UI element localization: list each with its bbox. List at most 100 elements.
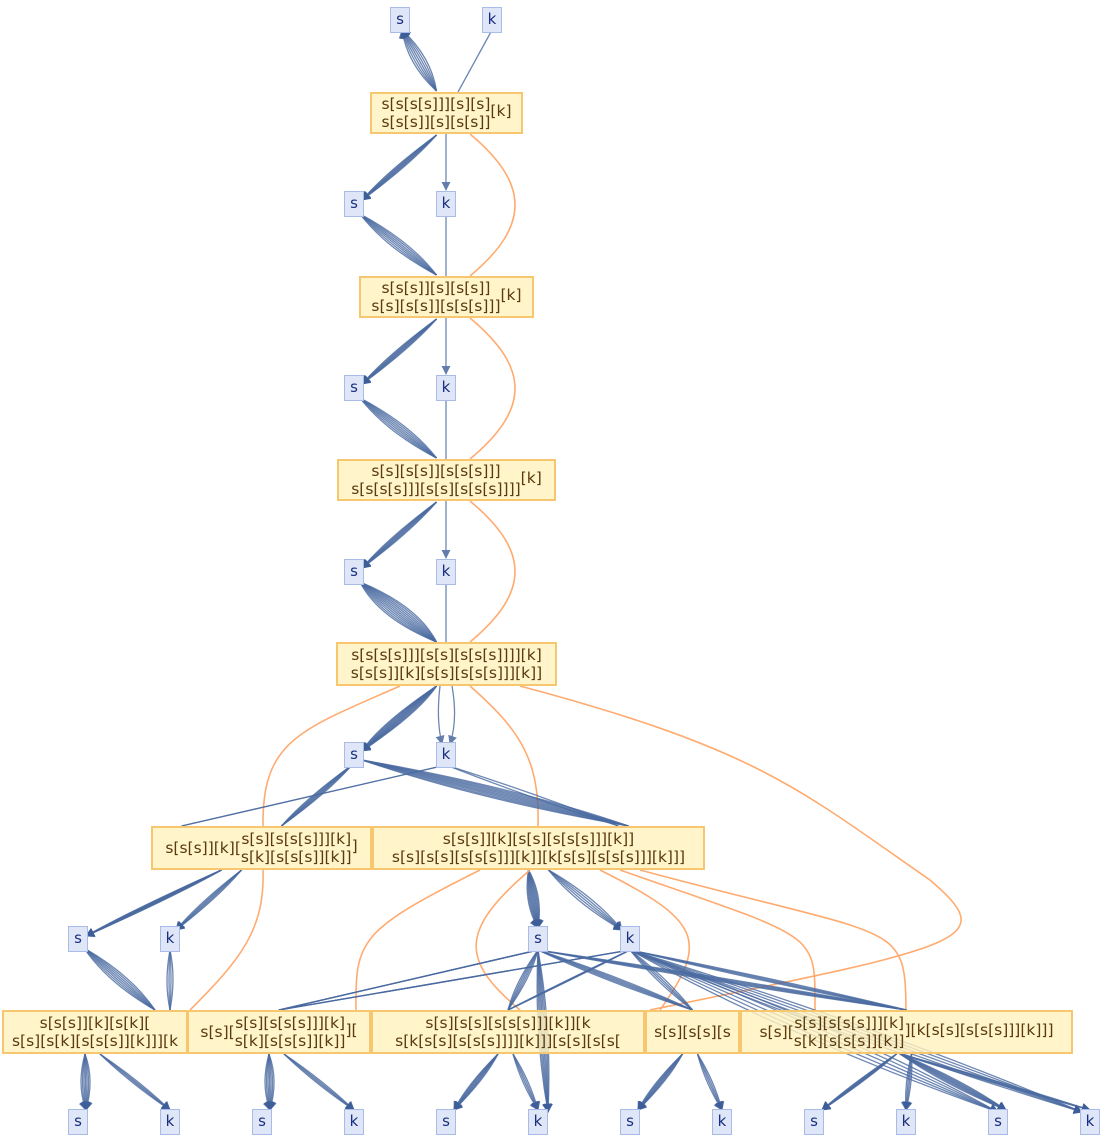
rewrite-edge — [283, 1053, 355, 1111]
rewrite-edge — [457, 29, 493, 93]
expression-node[interactable]: s[s[s]][s][s[s]]s[s][s[s]][s[s[s]]][k] — [359, 276, 534, 318]
expression-node[interactable]: s[s][s[s][s[s[s]]][k]s[k][s[s[s]][k]]][k… — [740, 1010, 1073, 1054]
leaf-node-k[interactable]: k — [1080, 1109, 1100, 1135]
rewrite-edge — [527, 869, 544, 929]
leaf-node-k[interactable]: k — [436, 742, 456, 768]
rewrite-edge — [83, 1053, 93, 1111]
rewrite-edge — [359, 581, 438, 643]
expression-prefix: s[s][ — [200, 1023, 235, 1041]
expression-node[interactable]: s[s][s[s]][s[s[s]]]s[s[s[s]]][s[s][s[s[s… — [337, 459, 556, 501]
expression-node[interactable]: s[s[s]][k][s[s][s[s[s]]][k]s[k][s[s[s]][… — [151, 826, 372, 870]
rewrite-edge — [696, 1053, 725, 1111]
leaf-node-k[interactable]: k — [896, 1109, 916, 1135]
rewrite-edge — [361, 134, 437, 201]
rewrite-edge — [899, 1053, 1007, 1111]
expression-node[interactable]: s[s[s]][k][s[k][s[s][s[k][s[s[s]][k]]][k — [2, 1010, 188, 1054]
leaf-node-k[interactable]: k — [160, 926, 180, 952]
rewrite-edge — [512, 1053, 541, 1111]
expression-line: s[s[s[s]]][s][s] — [381, 95, 491, 113]
rewrite-edge — [507, 949, 539, 1011]
rewrite-edge — [453, 1053, 499, 1111]
leaf-node-s[interactable]: s — [804, 1109, 824, 1135]
expression-line: s[s][s[s[s]]][k] — [241, 830, 352, 848]
expression-suffix: [k] — [520, 469, 542, 487]
leaf-node-s[interactable]: s — [344, 375, 364, 401]
rewrite-edge — [629, 949, 694, 1011]
expression-node[interactable]: s[s[s[s]]][s[s][s[s[s]]]][k]s[s[s]][k][s… — [336, 642, 557, 686]
expression-lines: s[s][s[s]][s[s[s]]]s[s[s[s]]][s[s][s[s[s… — [351, 462, 520, 498]
causal-edge — [519, 685, 962, 1011]
leaf-node-s[interactable]: s — [68, 926, 88, 952]
leaf-node-k[interactable]: k — [528, 1109, 548, 1135]
rewrite-edge — [445, 764, 619, 827]
expression-suffix: [k] — [500, 286, 522, 304]
causal-edge — [189, 869, 264, 1011]
rewrite-edge — [507, 949, 631, 1011]
expression-lines: s[s][s[s][s — [654, 1023, 731, 1041]
expression-line: s[s][s[s[s]]][k] — [235, 1014, 345, 1032]
leaf-node-k[interactable]: k — [712, 1109, 732, 1135]
leaf-node-k[interactable]: k — [160, 1109, 180, 1135]
expression-line: s[s][s[s][s[s[s]]][k]][k[s[s][s[s[s]]][k… — [391, 848, 686, 866]
leaf-node-k[interactable]: k — [620, 926, 640, 952]
expression-line: s[s][s[s]][s[s[s]]] — [371, 462, 501, 480]
leaf-node-k[interactable]: k — [344, 1109, 364, 1135]
rewrite-edge — [361, 318, 437, 385]
causal-edge — [355, 869, 481, 1011]
expression-lines: s[s][s[s[s]]][k]s[k][s[s[s]][k]] — [235, 1014, 346, 1050]
rewrite-edge — [359, 213, 437, 276]
leaf-node-s[interactable]: s — [252, 1109, 272, 1135]
expression-suffix: ][k[s[s][s[s[s]]][k]]] — [904, 1021, 1054, 1039]
rewrite-edge — [168, 949, 171, 1011]
expression-lines: s[s[s]][s][s[s]]s[s][s[s]][s[s[s]]] — [371, 279, 500, 315]
leaf-node-k[interactable]: k — [436, 191, 456, 217]
leaf-node-s[interactable]: s — [344, 191, 364, 217]
expression-line: s[s[s]][s][s[s]] — [381, 279, 491, 297]
causal-edge — [619, 869, 816, 1011]
leaf-node-k[interactable]: k — [436, 375, 456, 401]
rewrite-edge — [85, 869, 222, 937]
rewrite-edge — [821, 1053, 897, 1111]
leaf-node-s[interactable]: s — [528, 926, 548, 952]
expression-node[interactable]: s[s[s[s]]][s][s]s[s[s]][s][s[s]][k] — [370, 92, 523, 134]
leaf-node-s[interactable]: s — [436, 1109, 456, 1135]
causal-edge — [599, 869, 691, 1011]
rewrite-edge — [169, 949, 174, 1011]
expression-node[interactable]: s[s][s[s][s — [645, 1010, 740, 1054]
leaf-node-k[interactable]: k — [482, 7, 502, 33]
rewrite-edge — [401, 29, 438, 92]
expression-lines: s[s[s[s]]][s[s][s[s[s]]]][k]s[s[s]][k][s… — [351, 646, 542, 682]
causal-edge — [469, 500, 516, 643]
rewrite-edge — [401, 29, 438, 92]
expression-line: s[k][s[s[s]][k]] — [793, 1032, 905, 1050]
expression-suffix: ][ — [345, 1021, 358, 1039]
leaf-node-s[interactable]: s — [988, 1109, 1008, 1135]
rewrite-edge — [359, 397, 437, 459]
leaf-node-k[interactable]: k — [436, 559, 456, 585]
leaf-node-s[interactable]: s — [344, 742, 364, 768]
expression-node[interactable]: s[s][s[s][s[s[s]]][k]s[k][s[s[s]][k]]][ — [187, 1010, 371, 1054]
rewrite-edge — [445, 764, 619, 827]
leaf-node-s[interactable]: s — [620, 1109, 640, 1135]
expression-line: s[s[s]][k][s[s][s[s[s]]][k]] — [350, 664, 543, 682]
leaf-node-s[interactable]: s — [390, 7, 410, 33]
expression-suffix: ] — [351, 837, 358, 855]
expression-node[interactable]: s[s[s]][k][s[s][s[s[s]]][k]]s[s][s[s][s[… — [372, 826, 705, 870]
leaf-node-s[interactable]: s — [68, 1109, 88, 1135]
expression-lines: s[s[s]][k][s[k][s[s][s[k][s[s[s]][k]]][k — [12, 1014, 178, 1050]
expression-line: s[s][s[s][s[s[s]]][k]][k — [425, 1014, 591, 1032]
expression-line: s[k[s[s][s[s[s]]]][k]]][s[s][s[s[ — [395, 1032, 621, 1050]
rewrite-edge — [361, 685, 438, 752]
leaf-node-s[interactable]: s — [344, 559, 364, 585]
rewrite-edge — [359, 213, 438, 276]
rewrite-edge — [548, 869, 623, 931]
expression-lines: s[s[s]][k][s[s][s[s[s]]][k]]s[s][s[s][s[… — [392, 830, 685, 866]
causal-edge — [475, 869, 531, 1011]
expression-lines: s[s][s[s[s]]][k]s[k][s[s[s]][k]] — [241, 830, 352, 866]
rewrite-edge — [359, 397, 438, 459]
expression-prefix: s[s[s]][k][ — [165, 839, 241, 857]
